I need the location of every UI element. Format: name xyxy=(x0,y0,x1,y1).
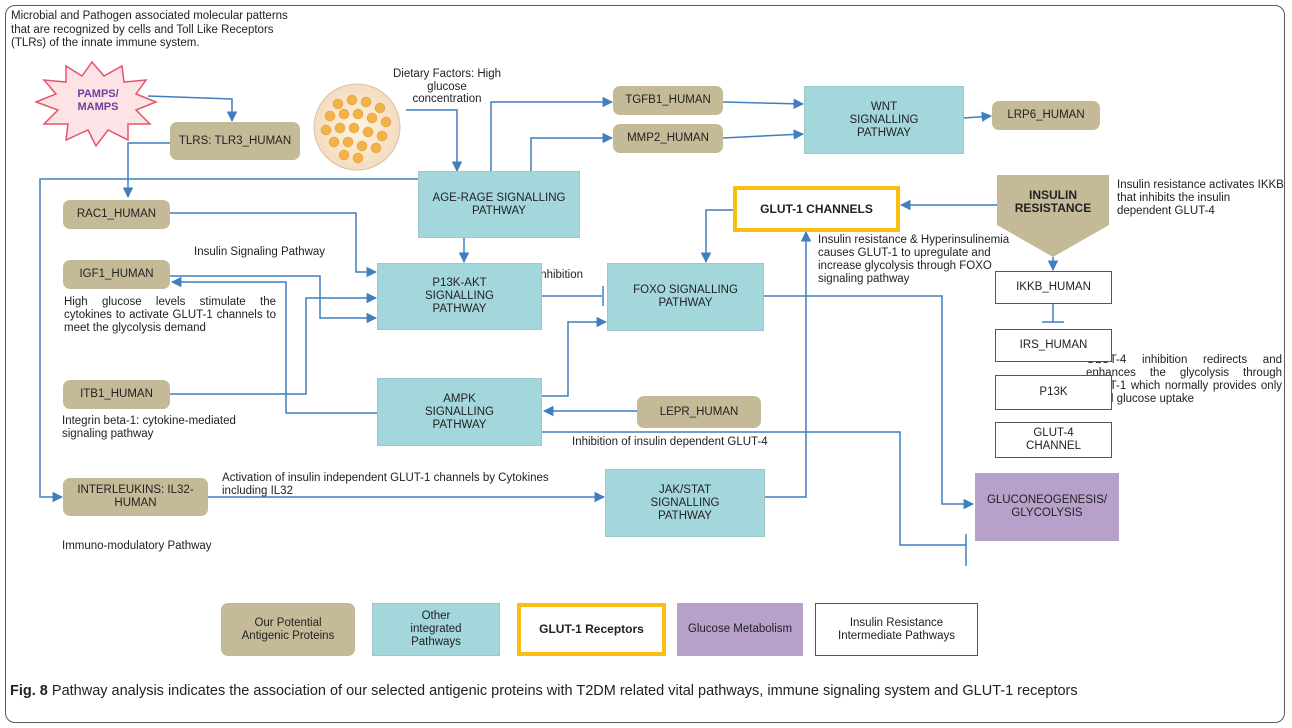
irs-node: IRS_HUMAN xyxy=(995,329,1112,362)
insulin-signaling-label: Insulin Signaling Pathway xyxy=(194,246,326,258)
age-rage-node: AGE-RAGE SIGNALLING PATHWAY xyxy=(418,171,580,238)
interleukins-node: INTERLEUKINS: IL32-HUMAN xyxy=(63,478,208,516)
legend-glucose-metabolism: Glucose Metabolism xyxy=(677,603,803,656)
pamps-node: PAMPS/ MAMPS xyxy=(77,88,119,113)
figure-caption: Fig. 8 Pathway analysis indicates the as… xyxy=(10,682,1280,701)
tlr-note: Microbial and Pathogen associated molecu… xyxy=(11,10,288,49)
lrp6-node: LRP6_HUMAN xyxy=(992,101,1100,130)
itb1-node: ITB1_HUMAN xyxy=(63,380,170,409)
insulin-resistance-shape xyxy=(997,175,1109,257)
caption-label: Fig. 8 xyxy=(10,683,48,699)
dietary-note: Dietary Factors: High glucose concentrat… xyxy=(392,68,501,105)
lepr-node: LEPR_HUMAN xyxy=(637,396,761,428)
pamps-starburst-shape xyxy=(33,60,159,148)
legend-intermediate: Insulin Resistance Intermediate Pathways xyxy=(815,603,978,656)
jak-stat-node: JAK/STAT SIGNALLING PATHWAY xyxy=(605,469,765,537)
foxo-node: FOXO SIGNALLING PATHWAY xyxy=(607,263,764,331)
rac1-node: RAC1_HUMAN xyxy=(63,200,170,229)
igf1-node: IGF1_HUMAN xyxy=(63,260,170,289)
wnt-node: WNT SIGNALLING PATHWAY xyxy=(804,86,964,154)
ampk-node: AMPK SIGNALLING PATHWAY xyxy=(377,378,542,446)
caption-text: Pathway analysis indicates the associati… xyxy=(47,683,1078,699)
tlrs-node: TLRS: TLR3_HUMAN xyxy=(170,122,300,160)
gluconeogenesis-node: GLUCONEOGENESIS/ GLYCOLYSIS xyxy=(975,473,1119,541)
hyperinsulinemia-note: Insulin resistance & Hyperinsulinemia ca… xyxy=(818,234,1010,285)
tgfb1-node: TGFB1_HUMAN xyxy=(613,86,723,115)
mmp2-node: MMP2_HUMAN xyxy=(613,124,723,153)
glut4-channel-node: GLUT-4 CHANNEL xyxy=(995,422,1112,458)
p13k-akt-node: P13K-AKT SIGNALLING PATHWAY xyxy=(377,263,542,330)
ikkb-note: Insulin resistance activates IKKB that i… xyxy=(1117,179,1284,217)
immuno-note: Immuno-modulatory Pathway xyxy=(62,540,212,552)
integrin-note: Integrin beta-1: cytokine-mediated signa… xyxy=(62,415,236,440)
legend-integrated: Other integrated Pathways xyxy=(372,603,500,656)
p13k-node: P13K xyxy=(995,375,1112,410)
glut1-channels-node: GLUT-1 CHANNELS xyxy=(733,186,900,232)
insulin-resistance-node: INSULIN RESISTANCE xyxy=(1014,188,1092,215)
inhibition-glut4-note: Inhibition of insulin dependent GLUT-4 xyxy=(572,436,768,448)
inhibition-label: Inhibition xyxy=(537,269,584,281)
ikkb-node: IKKB_HUMAN xyxy=(995,271,1112,304)
glut4-inhibition-note: GLUT-4 inhibition redirects and enhances… xyxy=(1086,354,1282,405)
legend-antigenic: Our Potential Antigenic Proteins xyxy=(221,603,355,656)
dietary-bowl-icon xyxy=(313,83,401,171)
legend-glut1-receptors: GLUT-1 Receptors xyxy=(517,603,666,656)
figure-frame xyxy=(5,5,1285,723)
cytokine-activation-note: Activation of insulin independent GLUT-1… xyxy=(222,472,549,497)
high-glucose-note: High glucose levels stimulate the cytoki… xyxy=(64,296,276,334)
